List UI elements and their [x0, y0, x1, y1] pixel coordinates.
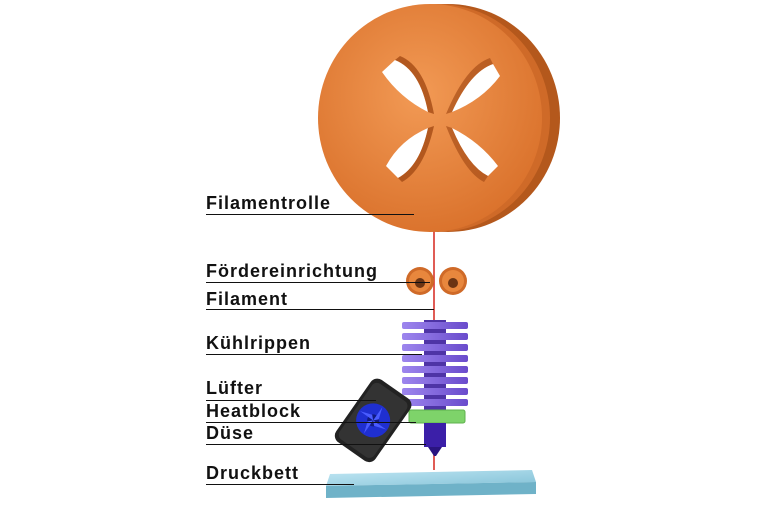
leader-filament [206, 309, 434, 310]
feeder-graphic [406, 267, 467, 295]
leader-heatsink [206, 354, 422, 355]
label-spool: Filamentrolle [206, 193, 332, 213]
leader-fan [206, 400, 376, 401]
leader-nozzle [206, 444, 426, 445]
nozzle-graphic [424, 423, 446, 447]
leader-bed [206, 484, 354, 485]
heatsink-graphic [402, 320, 468, 410]
label-filament: Filament [206, 289, 289, 309]
bed-graphic [326, 470, 536, 498]
leader-spool [206, 214, 414, 215]
label-heatblock: Heatblock [206, 401, 302, 421]
fan-graphic [334, 378, 412, 463]
label-fan: Lüfter [206, 378, 263, 398]
label-nozzle: Düse [206, 423, 255, 443]
label-heatsink: Kühlrippen [206, 333, 311, 353]
heatblock-graphic [408, 409, 466, 424]
spool-graphic [318, 4, 560, 232]
leader-heatblock [206, 422, 416, 423]
label-feeder: Fördereinrichtung [206, 261, 379, 281]
label-bed: Druckbett [206, 463, 300, 483]
leader-feeder [206, 282, 430, 283]
